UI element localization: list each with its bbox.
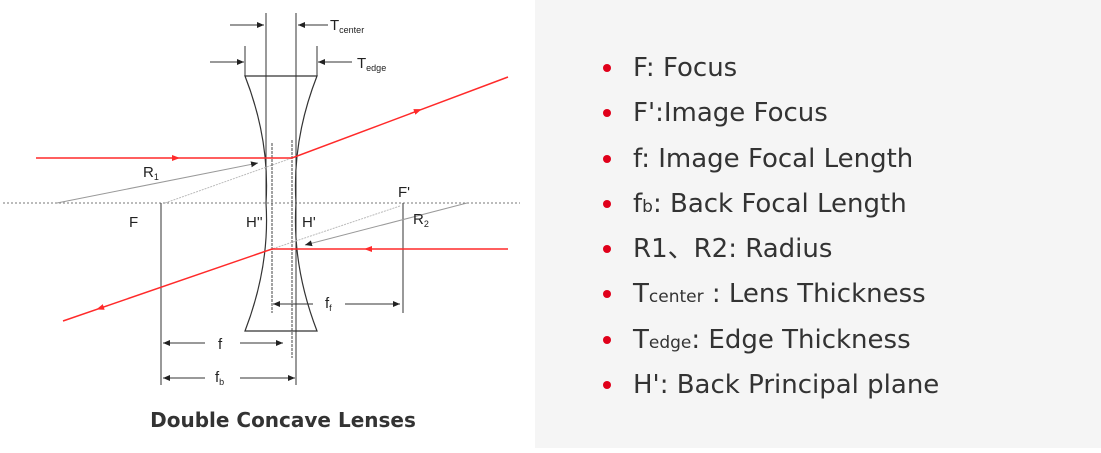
r2-line xyxy=(304,202,468,247)
svg-text:ff: ff xyxy=(325,295,332,313)
svg-text:R1: R1 xyxy=(143,164,159,182)
bullet-icon xyxy=(603,64,611,72)
t-center-label: T xyxy=(330,17,339,34)
f-prime-label: F' xyxy=(398,184,410,201)
ray-arrow xyxy=(96,304,109,310)
t-edge-label: T xyxy=(357,55,366,72)
lens-diagram: Tcenter Tedge R1 R2 F F' H'' H' ff f fb xyxy=(3,13,520,387)
r1-label: R xyxy=(143,164,154,181)
r1-construction xyxy=(164,157,293,204)
lower-ray xyxy=(62,248,508,322)
fb-label: f xyxy=(215,369,220,386)
legend-item: R1、R2: Radius xyxy=(603,229,939,274)
legend-item: H': Back Principal plane xyxy=(603,365,939,410)
legend-list: F: Focus F':Image Focus f: Image Focal L… xyxy=(603,48,939,410)
upper-ray xyxy=(36,76,509,159)
r2-construction xyxy=(271,205,401,250)
svg-text:R2: R2 xyxy=(413,211,429,229)
legend-item: fb: Back Focal Length xyxy=(603,184,939,229)
h-double-label: H'' xyxy=(246,214,263,231)
diagram-title: Double Concave Lenses xyxy=(150,408,416,432)
svg-text:Tcenter: Tcenter xyxy=(330,17,364,35)
r1-line xyxy=(56,161,259,204)
bullet-icon xyxy=(603,154,611,163)
h-prime-label: H' xyxy=(302,214,316,231)
diagram-panel: Tcenter Tedge R1 R2 F F' H'' H' ff f fb … xyxy=(0,0,535,448)
r2-label: R xyxy=(413,211,424,228)
legend-item: f: Image Focal Length xyxy=(603,139,939,184)
bullet-icon xyxy=(603,335,611,344)
ray-arrow xyxy=(409,109,422,115)
bullet-icon xyxy=(603,199,611,208)
svg-text:fb: fb xyxy=(215,369,224,387)
legend-item: F: Focus xyxy=(603,48,939,93)
f-label: f xyxy=(218,336,223,353)
ff-label: f xyxy=(325,295,330,312)
svg-text:Tedge: Tedge xyxy=(357,55,386,73)
f-point-label: F xyxy=(129,214,138,231)
bullet-icon xyxy=(603,109,611,118)
legend-item: F':Image Focus xyxy=(603,93,939,138)
legend-item: Tedge: Edge Thickness xyxy=(603,320,939,365)
legend-item: Tcenter : Lens Thickness xyxy=(603,274,939,319)
bullet-icon xyxy=(603,381,611,390)
bullet-icon xyxy=(603,245,611,254)
legend-panel: F: Focus F':Image Focus f: Image Focal L… xyxy=(535,0,1101,448)
bullet-icon xyxy=(603,290,611,299)
